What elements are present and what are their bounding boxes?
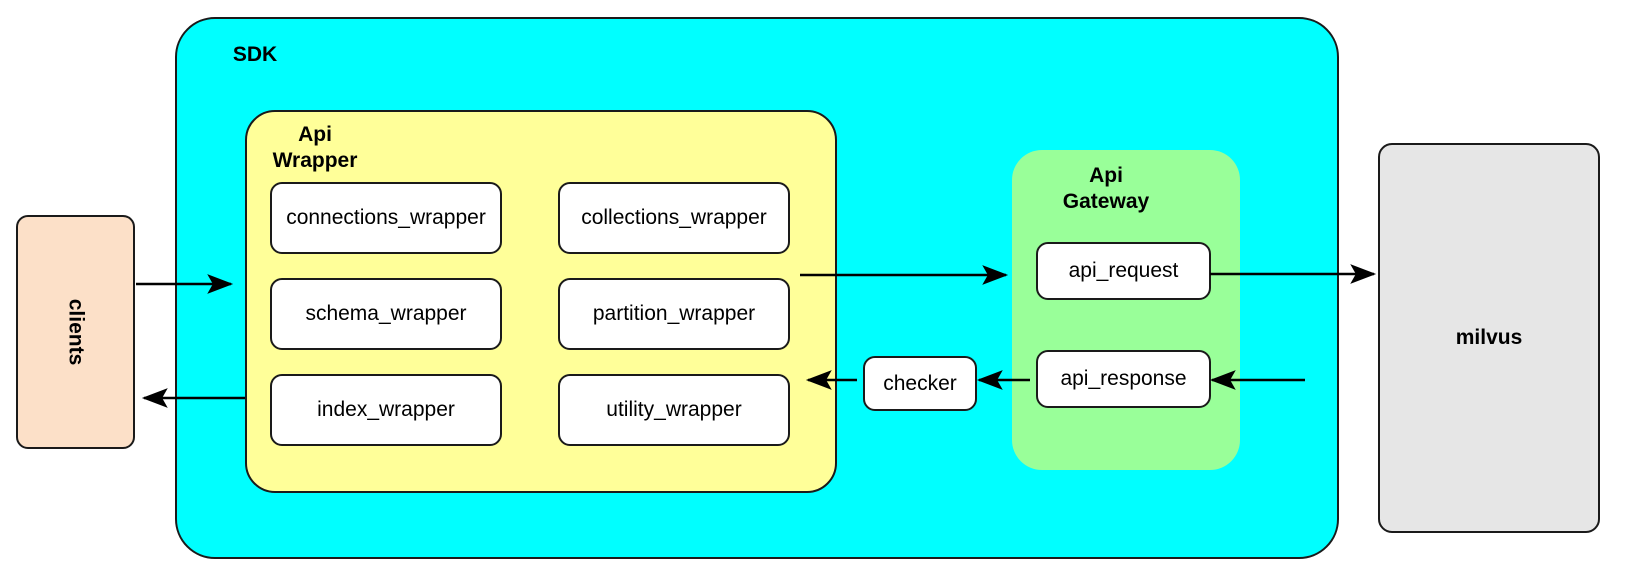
node-label: connections_wrapper bbox=[286, 206, 486, 229]
node-index-wrapper[interactable]: index_wrapper bbox=[270, 374, 502, 446]
node-label: milvus bbox=[1455, 326, 1523, 349]
node-api-request[interactable]: api_request bbox=[1036, 242, 1211, 300]
node-label: api_request bbox=[1068, 259, 1179, 282]
api-gateway-container[interactable]: Api Gateway api_request api_response bbox=[1012, 150, 1240, 470]
api-gateway-title: Api Gateway bbox=[1062, 164, 1150, 213]
node-utility-wrapper[interactable]: utility_wrapper bbox=[558, 374, 790, 446]
node-collections-wrapper[interactable]: collections_wrapper bbox=[558, 182, 790, 254]
api-wrapper-title: Api Wrapper bbox=[272, 123, 358, 172]
sdk-container[interactable]: SDK Api Wrapper connections_wrapper coll… bbox=[175, 17, 1339, 559]
node-label: api_response bbox=[1060, 367, 1187, 390]
node-label: collections_wrapper bbox=[581, 206, 767, 229]
clients-label: clients bbox=[64, 298, 88, 366]
node-label: utility_wrapper bbox=[606, 398, 742, 421]
node-connections-wrapper[interactable]: connections_wrapper bbox=[270, 182, 502, 254]
node-api-response[interactable]: api_response bbox=[1036, 350, 1211, 408]
node-label: schema_wrapper bbox=[305, 302, 467, 325]
node-checker[interactable]: checker bbox=[863, 356, 977, 411]
node-label: partition_wrapper bbox=[592, 302, 756, 325]
sdk-title: SDK bbox=[232, 43, 278, 66]
node-label: index_wrapper bbox=[317, 398, 455, 421]
node-schema-wrapper[interactable]: schema_wrapper bbox=[270, 278, 502, 350]
node-clients[interactable]: clients bbox=[16, 215, 135, 449]
node-label: checker bbox=[883, 371, 957, 395]
node-milvus[interactable]: milvus bbox=[1378, 143, 1600, 533]
node-partition-wrapper[interactable]: partition_wrapper bbox=[558, 278, 790, 350]
api-wrapper-container[interactable]: Api Wrapper connections_wrapper collecti… bbox=[245, 110, 837, 493]
